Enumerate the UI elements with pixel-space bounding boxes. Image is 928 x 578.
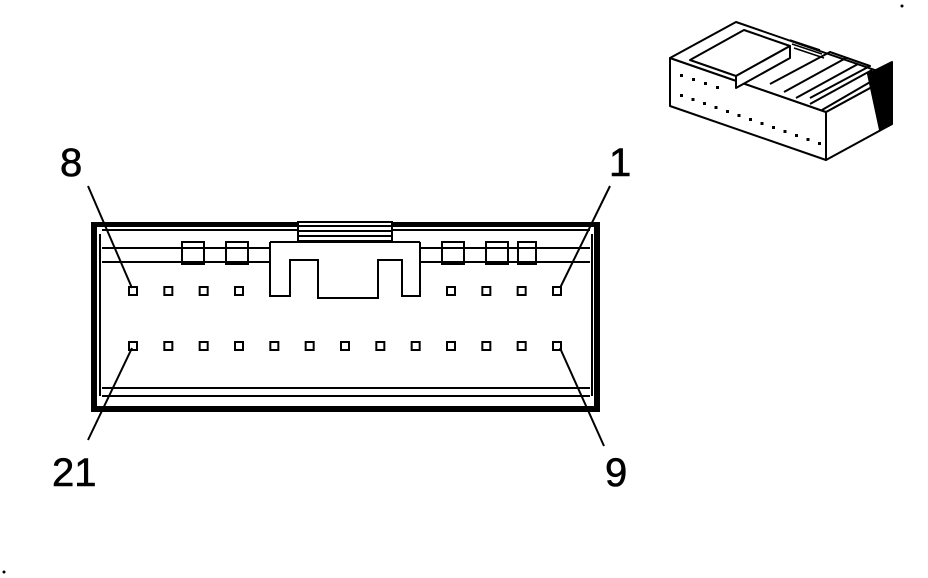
leader-line-9 <box>559 347 605 447</box>
thumb-pin-b5 <box>737 114 741 117</box>
thumb-pin-b7 <box>760 122 764 125</box>
pin-label-21: 21 <box>52 451 97 495</box>
leader-line-21 <box>87 347 133 441</box>
thumbnail-latch <box>789 39 825 59</box>
thumb-pin-b10 <box>795 134 798 137</box>
left-tab-2 <box>225 241 249 265</box>
left-key-post <box>269 242 421 299</box>
pin-cavity-bottom-3 <box>198 341 209 351</box>
pin-cavity-bottom-2 <box>163 341 174 351</box>
right-tab-3 <box>517 241 537 265</box>
thumb-pin-b12 <box>818 142 821 145</box>
pin-label-9: 9 <box>605 451 627 495</box>
pin-cavities <box>128 286 562 351</box>
thumb-pin-a0 <box>680 74 683 77</box>
pin-cavity-top-2 <box>163 286 174 296</box>
pin-cavity-top-6 <box>481 286 492 296</box>
leader-line-1 <box>559 185 611 289</box>
thumb-pin-b3 <box>714 106 718 109</box>
left-tab-1 <box>181 241 205 265</box>
connector-frame-bottom <box>94 406 598 412</box>
connector-frame-left <box>91 222 97 412</box>
thumb-pin-b0 <box>680 94 683 97</box>
thumb-pin-a3 <box>716 86 719 89</box>
pin-cavity-top-4 <box>234 286 244 296</box>
pin-cavity-top-8 <box>552 286 562 296</box>
thumb-pin-b9 <box>783 130 787 133</box>
leader-lines <box>87 185 611 447</box>
pin-label-8: 8 <box>60 141 82 185</box>
pin-cavity-bottom-6 <box>304 341 315 351</box>
right-tab-2 <box>485 241 509 265</box>
thumb-pin-a2 <box>704 82 707 85</box>
pin-cavity-top-3 <box>198 286 209 296</box>
pin-label-1: 1 <box>609 141 631 185</box>
thumb-pin-b11 <box>806 138 810 141</box>
thumb-pin-b1 <box>691 98 695 101</box>
thumb-pin-b4 <box>726 110 729 113</box>
pin-cavity-bottom-1 <box>128 341 138 351</box>
thumb-pin-b2 <box>703 102 706 105</box>
corner-dot-bottom <box>2 570 6 574</box>
pin-cavity-bottom-9 <box>410 341 421 351</box>
left-shelf <box>102 247 271 263</box>
corner-dot-top <box>900 4 904 8</box>
pin-cavity-top-7 <box>516 286 527 296</box>
pin-cavity-bottom-12 <box>516 341 527 351</box>
connector-frame-right <box>594 222 600 412</box>
pin-cavity-bottom-7 <box>340 341 350 351</box>
leader-line-8 <box>87 185 133 289</box>
thumb-pin-b6 <box>749 118 752 121</box>
pin-cavity-top-5 <box>446 286 456 296</box>
thumb-pin-a1 <box>692 78 695 81</box>
pin-cavity-bottom-5 <box>269 341 280 351</box>
pin-cavity-bottom-13 <box>552 341 562 351</box>
pin-cavity-bottom-10 <box>446 341 456 351</box>
pin-cavity-bottom-4 <box>234 341 244 351</box>
right-tab-1 <box>441 241 465 265</box>
pin-cavity-bottom-11 <box>481 341 492 351</box>
pin-cavity-bottom-8 <box>375 341 386 351</box>
connector-3d-thumbnail <box>669 21 893 161</box>
connector-face <box>91 221 600 412</box>
thumb-pin-b8 <box>772 126 775 129</box>
pin-cavity-top-1 <box>128 286 138 296</box>
thumbnail-pin-holes <box>680 74 821 145</box>
